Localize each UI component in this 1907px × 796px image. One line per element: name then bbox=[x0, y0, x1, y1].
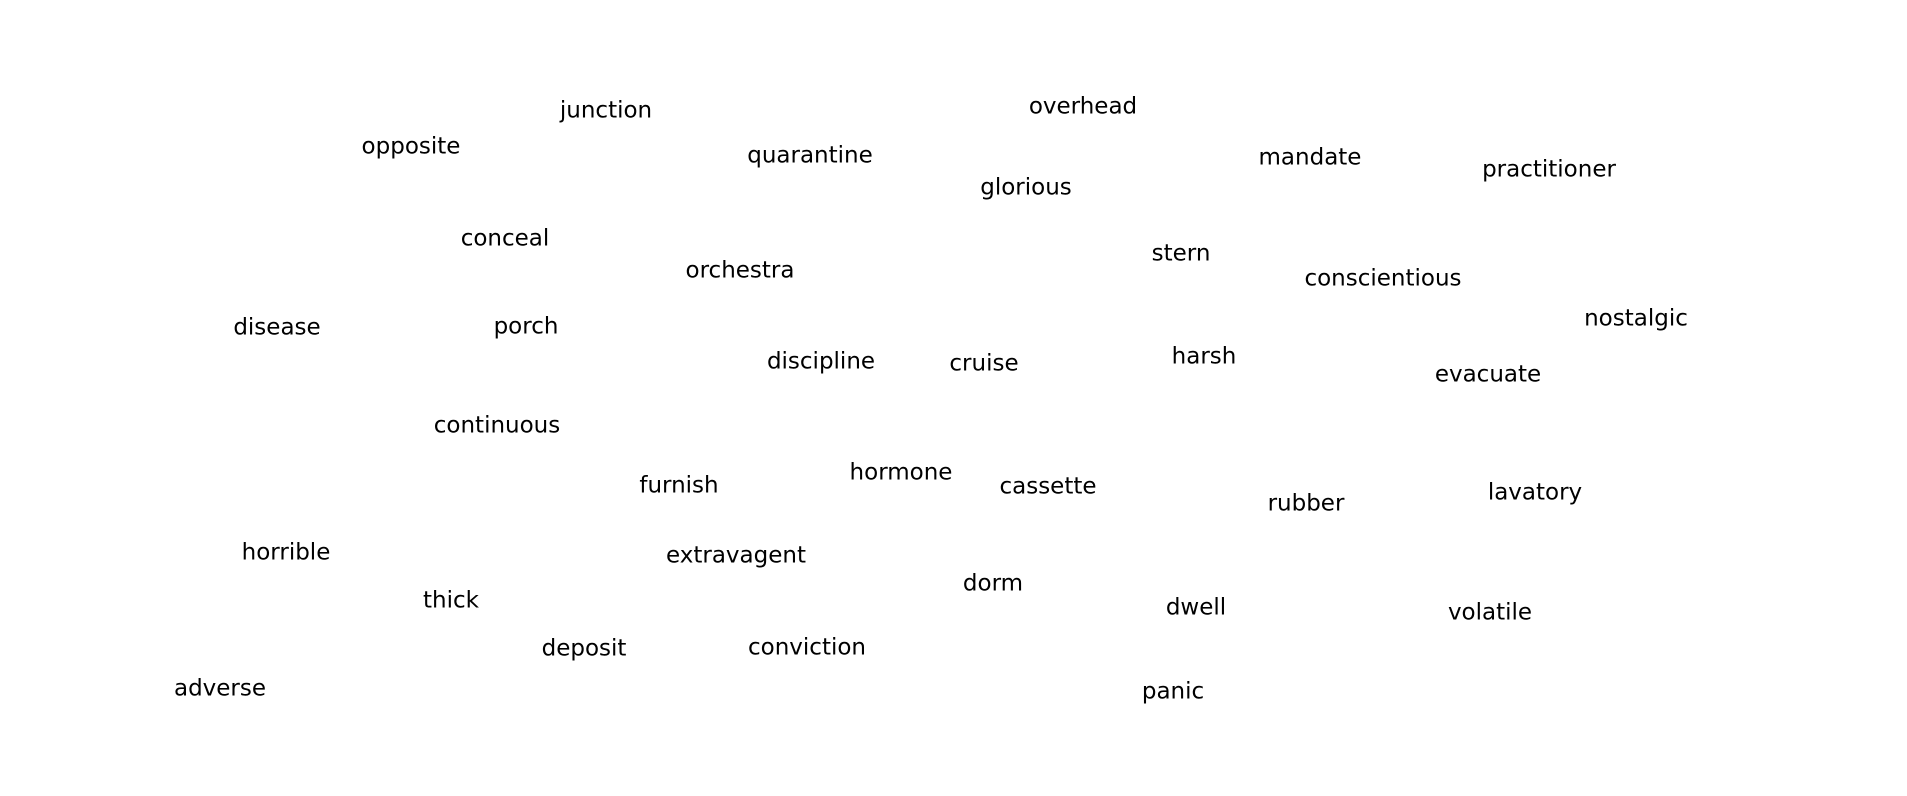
word-dorm: dorm bbox=[962, 570, 1024, 597]
word-discipline: discipline bbox=[766, 348, 876, 375]
word-horrible: horrible bbox=[241, 539, 331, 566]
word-harsh: harsh bbox=[1171, 343, 1237, 370]
word-lavatory: lavatory bbox=[1487, 479, 1583, 506]
word-cruise: cruise bbox=[949, 350, 1019, 377]
word-rubber: rubber bbox=[1267, 490, 1345, 517]
word-nostalgic: nostalgic bbox=[1584, 305, 1688, 332]
word-quarantine: quarantine bbox=[747, 142, 873, 169]
word-hormone: hormone bbox=[849, 459, 953, 486]
word-extravagent: extravagent bbox=[666, 542, 806, 569]
word-opposite: opposite bbox=[361, 133, 461, 160]
word-thick: thick bbox=[423, 587, 479, 614]
word-furnish: furnish bbox=[639, 472, 719, 499]
word-glorious: glorious bbox=[980, 174, 1072, 201]
word-dwell: dwell bbox=[1165, 594, 1227, 621]
word-overhead: overhead bbox=[1028, 93, 1138, 120]
word-disease: disease bbox=[233, 314, 321, 341]
word-junction: junction bbox=[559, 97, 653, 124]
word-mandate: mandate bbox=[1258, 144, 1362, 171]
word-adverse: adverse bbox=[173, 675, 267, 702]
word-porch: porch bbox=[493, 313, 559, 340]
word-orchestra: orchestra bbox=[685, 257, 795, 284]
word-cassette: cassette bbox=[999, 473, 1097, 500]
word-conceal: conceal bbox=[460, 225, 550, 252]
word-panic: panic bbox=[1141, 678, 1205, 705]
word-stern: stern bbox=[1151, 240, 1211, 267]
word-volatile: volatile bbox=[1447, 599, 1533, 626]
word-evacuate: evacuate bbox=[1434, 361, 1542, 388]
word-conviction: conviction bbox=[748, 634, 866, 661]
word-deposit: deposit bbox=[541, 635, 627, 662]
word-practitioner: practitioner bbox=[1482, 156, 1616, 183]
word-conscientious: conscientious bbox=[1304, 265, 1462, 292]
word-continuous: continuous bbox=[433, 412, 561, 439]
